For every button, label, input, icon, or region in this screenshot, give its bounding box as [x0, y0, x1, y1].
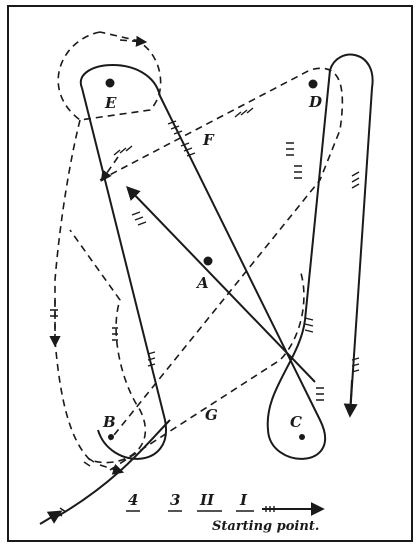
dashed-arrow-f — [100, 156, 119, 182]
point-b-label: B — [102, 413, 116, 431]
dashed-track-b-loop — [54, 229, 147, 464]
dashed-track-lower — [109, 269, 305, 471]
dashed-track-f — [99, 67, 344, 441]
solid-track-e-to-c — [79, 53, 374, 460]
dashed-arrow-b — [99, 463, 125, 475]
sequence-item-4: I — [239, 491, 248, 509]
solid-track-c-diagonal — [126, 185, 316, 383]
sequence-item-1: 4 — [128, 491, 138, 509]
point-a-label: A — [195, 274, 209, 292]
dashed-track-left — [54, 119, 81, 340]
point-c-dot — [299, 434, 305, 440]
point-e-dot — [105, 78, 115, 88]
dashed-arrow-top — [119, 35, 148, 47]
solid-track-e-to-b — [81, 87, 168, 460]
sequence-item-2: 3 — [170, 491, 180, 509]
frame-border — [7, 5, 413, 542]
solid-track-right-descent — [343, 379, 358, 418]
point-a-dot — [203, 256, 213, 266]
dashed-track-outer — [57, 31, 162, 121]
sequence-item-3: II — [199, 491, 215, 509]
start-label: Starting point. — [212, 519, 319, 534]
track-f-label: F — [202, 131, 215, 149]
start-arrow — [39, 510, 63, 525]
feather-ticks — [50, 107, 360, 517]
point-d-label: D — [308, 93, 322, 111]
point-e-label: E — [104, 94, 117, 112]
track-g-label: G — [205, 406, 218, 424]
point-c-label: C — [290, 413, 302, 431]
point-b-dot — [108, 434, 114, 440]
point-d-dot — [308, 79, 318, 89]
solid-track-start-to-b — [57, 419, 171, 517]
